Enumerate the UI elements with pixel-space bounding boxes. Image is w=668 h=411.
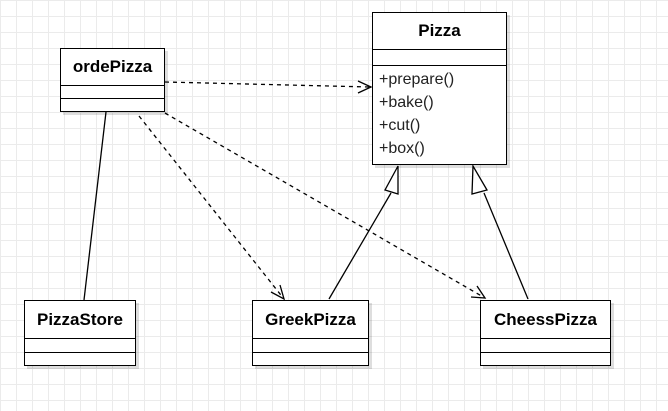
- operation-bake: +bake(): [379, 94, 434, 111]
- dependency-arrowhead-pizza: [357, 80, 373, 94]
- generalization-triangle-cheesspizza: [471, 163, 488, 195]
- generalization-triangle-greekpizza: [384, 165, 399, 195]
- class-cheess-pizza-name: CheessPizza: [481, 301, 610, 339]
- dependency-line-orderpizza-pizza: [164, 81, 371, 88]
- class-pizza-attributes: [373, 50, 506, 66]
- generalization-line-greekpizza-pizza: [328, 192, 392, 300]
- operation-prepare: +prepare(): [379, 71, 455, 88]
- class-pizza[interactable]: Pizza +prepare() +bake() +cut() +box(): [372, 12, 507, 165]
- generalization-line-cheesspizza-pizza: [483, 192, 529, 300]
- class-cheess-pizza-operations: [481, 353, 610, 365]
- class-cheess-pizza[interactable]: CheessPizza: [480, 300, 611, 366]
- class-pizza-store-name: PizzaStore: [25, 301, 135, 339]
- class-order-pizza-attributes: [61, 86, 164, 99]
- class-order-pizza-operations: [61, 99, 164, 111]
- class-cheess-pizza-attributes: [481, 339, 610, 353]
- class-pizza-store[interactable]: PizzaStore: [24, 300, 136, 366]
- dependency-line-orderpizza-greekpizza: [138, 115, 285, 300]
- class-pizza-name: Pizza: [373, 13, 506, 50]
- dependency-arrowhead-greekpizza: [270, 284, 286, 301]
- operation-box: +box(): [379, 140, 425, 157]
- class-pizza-operations: +prepare() +bake() +cut() +box(): [373, 66, 506, 160]
- class-order-pizza-name: ordePizza: [61, 49, 164, 86]
- dependency-line-orderpizza-cheesspizza: [164, 112, 486, 299]
- class-pizza-store-operations: [25, 353, 135, 365]
- class-greek-pizza-attributes: [253, 339, 368, 353]
- class-greek-pizza-name: GreekPizza: [253, 301, 368, 339]
- class-greek-pizza[interactable]: GreekPizza: [252, 300, 369, 366]
- class-order-pizza[interactable]: ordePizza: [60, 48, 165, 112]
- operation-cut: +cut(): [379, 117, 421, 134]
- class-pizza-store-attributes: [25, 339, 135, 353]
- association-line-orderpizza-pizzastore: [83, 111, 107, 301]
- class-greek-pizza-operations: [253, 353, 368, 365]
- dependency-arrowhead-cheesspizza: [470, 285, 487, 299]
